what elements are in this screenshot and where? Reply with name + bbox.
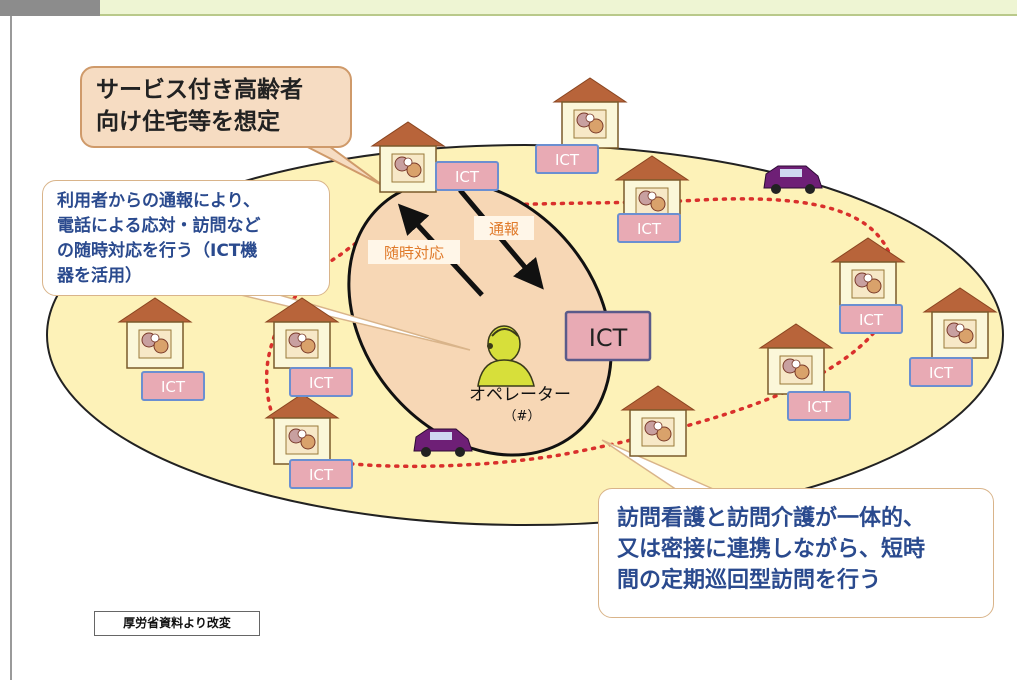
operator-note: （#） (504, 409, 541, 424)
ict-badge: ICT (909, 357, 973, 387)
svg-text:ICT: ICT (589, 324, 628, 352)
ict-badge: ICT (289, 459, 353, 489)
house-icon (553, 77, 627, 149)
operator-label: オペレーター (469, 385, 571, 405)
ict-badge: ICT (839, 304, 903, 334)
response-callout: 利用者からの通報により、 電話による応対・訪問など の随時対応を行う（ICT機 … (42, 180, 330, 296)
svg-text:ICT: ICT (859, 311, 884, 329)
header-light-band (100, 0, 1017, 16)
left-border-line (10, 16, 12, 680)
tsuho-label-box (474, 216, 534, 240)
ict-badge: ICT (617, 213, 681, 243)
operator-icon (477, 325, 535, 387)
visit-callout: 訪問看護と訪問介護が一体的、 又は密接に連携しながら、短時 間の定期巡回型訪問を… (598, 488, 994, 618)
header-bar (0, 0, 1017, 16)
ict-badge: ICT (141, 371, 205, 401)
house-icon (371, 121, 445, 193)
zuiji-label: 随時対応 (384, 244, 444, 262)
ict-badge: ICT (435, 161, 499, 191)
svg-text:ICT: ICT (637, 220, 662, 238)
housing-callout: サービス付き高齢者 向け住宅等を想定 (80, 66, 352, 148)
source-note: 厚労省資料より改変 (94, 611, 260, 636)
header-dark-band (0, 0, 100, 16)
svg-text:ICT: ICT (555, 151, 580, 169)
ict-large-badge: ICT (564, 310, 652, 362)
svg-text:ICT: ICT (309, 374, 334, 392)
svg-text:ICT: ICT (455, 168, 480, 186)
zuiji-label-box (368, 240, 460, 264)
svg-text:ICT: ICT (309, 466, 334, 484)
ict-badge: ICT (289, 367, 353, 397)
svg-text:ICT: ICT (161, 378, 186, 396)
ict-badge: ICT (535, 144, 599, 174)
svg-text:ICT: ICT (929, 364, 954, 382)
svg-text:ICT: ICT (807, 398, 832, 416)
tsuho-label: 通報 (489, 220, 519, 238)
ict-badge: ICT (787, 391, 851, 421)
